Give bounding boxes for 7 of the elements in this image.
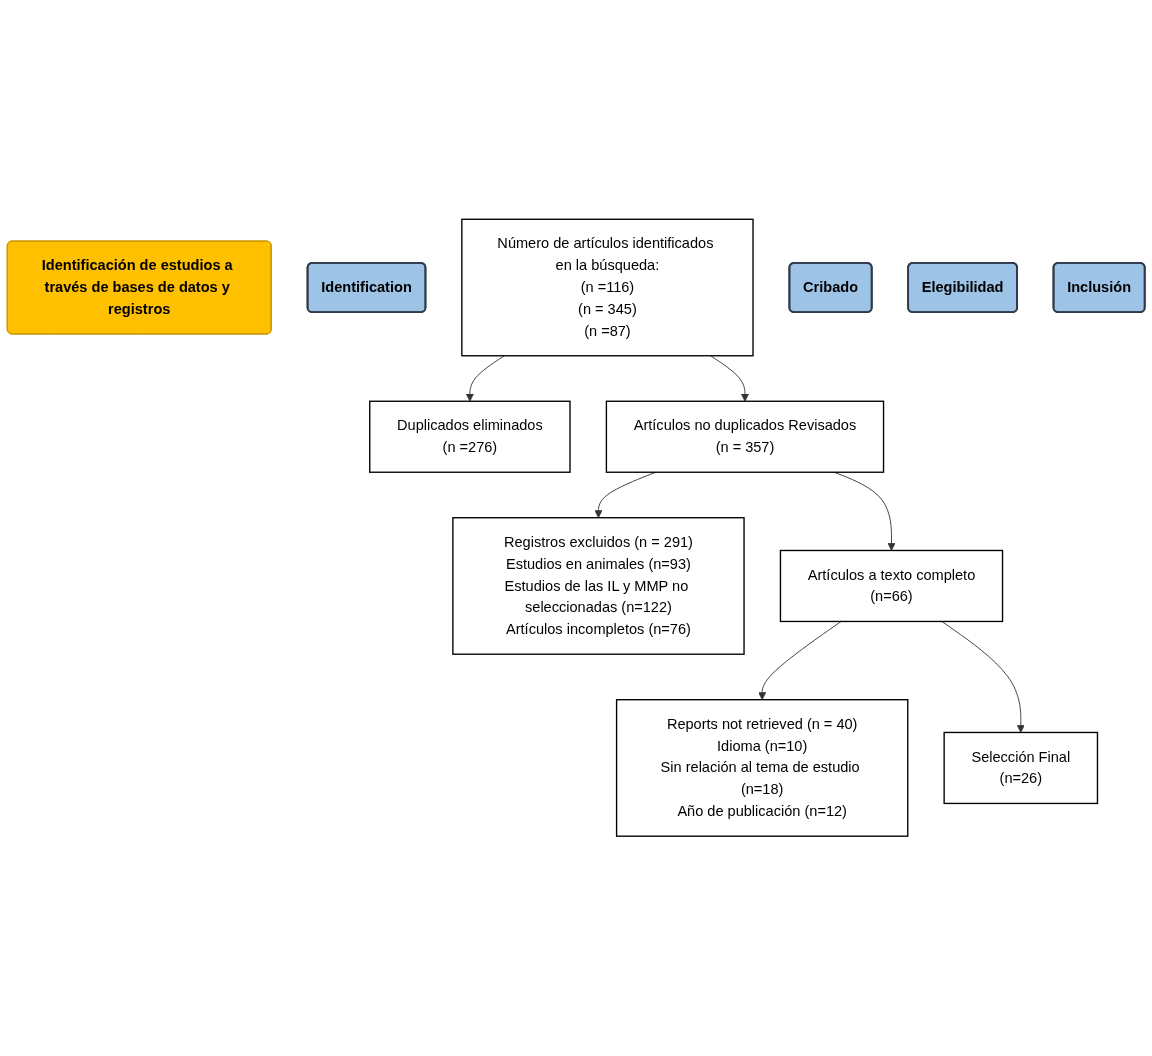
node-box: Número de artículos identificados en la búsqueda: (n =116) (n = 345) (n =87) (461, 218, 754, 357)
node-box: Reports not retrieved (n = 40) Idioma (n=10) Sin relación al tema de estudio (n=18) Año de publicación (n=12) (615, 699, 909, 838)
node-box: Artículos a texto completo (n=66) (779, 550, 1004, 623)
node-box: Artículos no duplicados Revisados (n = 357) (605, 400, 885, 474)
node-box: Duplicados eliminados (n =276) (369, 400, 571, 474)
node-box: Selección Final (n=26) (943, 732, 1099, 805)
node-box: Registros excluidos (n = 291) Estudios en animales (n=93) Estudios de las IL y MMP no seleccionadas (n=122) Artículos incompletos (n=76) (452, 517, 745, 656)
